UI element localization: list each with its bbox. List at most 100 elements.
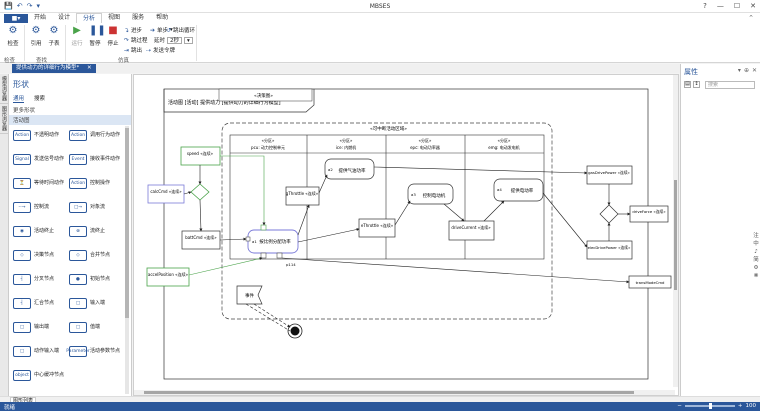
proportion-action[interactable] bbox=[247, 229, 299, 254]
model-browser-tab[interactable]: 模型浏览器 bbox=[0, 74, 9, 104]
category-more-shapes[interactable]: 更多形状 bbox=[13, 108, 36, 114]
subtable-icon: ⚙ bbox=[49, 25, 59, 36]
diagram-browser-tab[interactable]: 图形浏览器 bbox=[0, 104, 9, 134]
input-method-icon[interactable]: 中 bbox=[753, 241, 759, 247]
settings-icon[interactable]: ⚙ bbox=[753, 265, 759, 271]
close-icon[interactable]: ✕ bbox=[87, 65, 92, 71]
tab-analysis[interactable]: 分析 bbox=[76, 12, 103, 24]
interruptible-region[interactable] bbox=[221, 122, 553, 320]
save-icon[interactable]: 💾 bbox=[4, 2, 13, 10]
stop-button[interactable]: ■ 停止 bbox=[107, 25, 119, 47]
check-button[interactable]: ⚙ 检查 bbox=[7, 25, 19, 47]
canvas-horizontal-scrollbar[interactable] bbox=[134, 390, 675, 395]
delay-select[interactable]: 2秒 bbox=[167, 36, 183, 44]
speed-node[interactable] bbox=[180, 146, 221, 166]
accelposition-node[interactable] bbox=[146, 267, 190, 287]
reference-button[interactable]: ⚙ 引用 bbox=[30, 25, 42, 47]
customize-icon[interactable]: ▾ bbox=[36, 2, 40, 10]
ice-action[interactable] bbox=[324, 158, 375, 180]
tab-general[interactable]: 通用 bbox=[13, 96, 25, 103]
diagram-canvas[interactable]: 活动图 [活动] 提供动力 [提供动力的详细行为模型] «决策图» «可中断活动… bbox=[133, 74, 679, 396]
zoom-slider[interactable] bbox=[684, 403, 735, 409]
alphabetical-icon[interactable]: ↕ bbox=[693, 81, 700, 88]
gasdrivepower-node[interactable] bbox=[586, 165, 633, 185]
shape-item[interactable]: ┤汇合节点 bbox=[13, 292, 69, 314]
scroll-thumb[interactable] bbox=[144, 391, 634, 394]
shape-item[interactable]: □输出端 bbox=[13, 316, 69, 338]
step-over-button[interactable]: ➔单步▾ bbox=[150, 26, 173, 35]
music-icon[interactable]: ♪ bbox=[754, 249, 758, 255]
shape-item[interactable]: □输入端 bbox=[69, 292, 125, 314]
send-token-button[interactable]: ⇢发送令牌 bbox=[146, 46, 176, 55]
extra-icon[interactable]: ❋ bbox=[753, 273, 759, 279]
tab-service[interactable]: 服务 bbox=[132, 14, 145, 21]
minimize-button[interactable]: — bbox=[716, 2, 724, 10]
shape-item[interactable]: ⏳等待时间动作 bbox=[13, 172, 69, 194]
pin-icon[interactable]: ⊕ bbox=[743, 67, 749, 74]
shape-item[interactable]: ◉活动终止 bbox=[13, 220, 69, 242]
step-in-button[interactable]: ↴进步 bbox=[124, 26, 143, 35]
run-button[interactable]: ▶ 运行 bbox=[71, 25, 83, 47]
calccmd-node[interactable] bbox=[147, 184, 185, 204]
chevron-down-icon[interactable]: ▾ bbox=[184, 36, 193, 44]
step-over-procedure-button[interactable]: ↷跳过程 bbox=[124, 36, 148, 45]
shape-item[interactable]: ◇决策节点 bbox=[13, 244, 69, 266]
shape-item[interactable]: □动作输入端 bbox=[13, 340, 69, 362]
ethrottle-node[interactable] bbox=[358, 218, 396, 238]
scroll-thumb[interactable] bbox=[125, 128, 129, 318]
close-button[interactable]: ✕ bbox=[750, 2, 756, 10]
maximize-button[interactable]: ☐ bbox=[733, 2, 741, 10]
scroll-thumb[interactable] bbox=[674, 180, 677, 290]
gthrottle-node[interactable] bbox=[285, 186, 320, 206]
canvas-vertical-scrollbar[interactable] bbox=[673, 75, 678, 387]
shape-item[interactable]: ┤分叉节点 bbox=[13, 268, 69, 290]
accept-event-node[interactable] bbox=[236, 285, 263, 305]
tab-start[interactable]: 开始 bbox=[34, 14, 47, 21]
tab-view[interactable]: 视图 bbox=[108, 14, 121, 21]
tab-search[interactable]: 搜索 bbox=[34, 96, 46, 102]
properties-search-input[interactable]: 搜索 bbox=[705, 81, 755, 89]
pin-icon[interactable]: ▾ bbox=[737, 67, 741, 74]
file-menu-button[interactable]: ■▾ bbox=[4, 13, 28, 23]
shape-item[interactable]: ◇合并节点 bbox=[69, 244, 125, 266]
elecdrivepower-node[interactable] bbox=[586, 240, 633, 260]
shapes-scrollbar[interactable] bbox=[125, 126, 129, 394]
shape-item[interactable]: --→控制流 bbox=[13, 196, 69, 218]
close-icon[interactable]: ✕ bbox=[751, 67, 757, 74]
category-activity-diagram[interactable]: 活动图 bbox=[9, 115, 131, 125]
document-tab[interactable]: 提供动力的详细行为模型* ✕ bbox=[12, 64, 96, 73]
zoom-out-icon[interactable]: − bbox=[677, 403, 682, 409]
collapse-ribbon-icon[interactable]: ⌃ bbox=[748, 14, 754, 22]
join-node[interactable] bbox=[599, 204, 619, 224]
note-icon[interactable]: 注 bbox=[753, 233, 759, 239]
shape-item[interactable]: ⊗流终止 bbox=[69, 220, 125, 242]
simplified-icon[interactable]: 简 bbox=[753, 257, 759, 263]
emg-action[interactable] bbox=[493, 178, 544, 202]
shape-item[interactable]: □值端 bbox=[69, 316, 125, 338]
categorized-icon[interactable]: ▤ bbox=[684, 81, 691, 88]
merge-node[interactable] bbox=[190, 183, 210, 201]
undo-icon[interactable]: ↶ bbox=[16, 2, 23, 10]
redo-icon[interactable]: ↷ bbox=[26, 2, 33, 10]
tab-help[interactable]: 帮助 bbox=[156, 14, 169, 21]
shape-item[interactable]: ●初始节点 bbox=[69, 268, 125, 290]
battcmd-node[interactable] bbox=[181, 230, 221, 250]
jump-button[interactable]: ⇥跳出 bbox=[124, 46, 143, 55]
slider-knob[interactable] bbox=[708, 403, 712, 409]
drivecurrent-node[interactable] bbox=[448, 220, 495, 241]
pause-button[interactable]: ❚❚ 暂停 bbox=[89, 25, 106, 47]
help-icon[interactable]: ? bbox=[703, 2, 707, 10]
jump-out-loop-button[interactable]: ↺跳出循环 bbox=[166, 26, 196, 35]
shape-item[interactable]: □→对象流 bbox=[69, 196, 125, 218]
zoom-in-icon[interactable]: + bbox=[737, 403, 743, 409]
tab-design[interactable]: 设计 bbox=[58, 14, 71, 21]
epc-action[interactable] bbox=[407, 183, 454, 205]
subtable-button[interactable]: ⚙ 子表 bbox=[48, 25, 60, 47]
